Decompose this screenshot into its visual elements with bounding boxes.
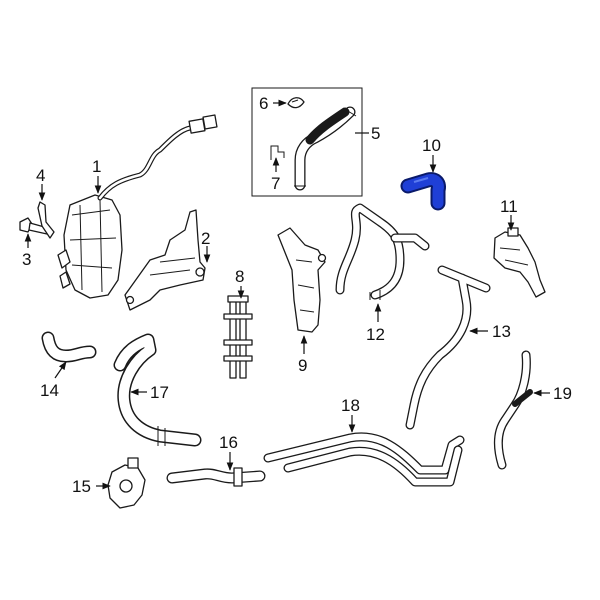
callout-16: 16 [219, 433, 238, 452]
callout-4: 4 [36, 166, 45, 185]
callout-17: 17 [150, 383, 169, 402]
part-14-hose[interactable] [41, 331, 97, 363]
part-5-group[interactable] [251, 87, 363, 197]
part-7-clip[interactable] [270, 145, 285, 160]
callout-8: 8 [235, 267, 244, 286]
callout-11: 11 [500, 197, 518, 216]
part-4-clip[interactable] [37, 201, 55, 239]
part-19-hose[interactable] [493, 350, 533, 470]
callout-5: 5 [371, 124, 380, 143]
callout-9: 9 [298, 356, 307, 375]
leader-lines [24, 99, 550, 490]
part-10-hose[interactable] [400, 172, 446, 211]
part-6-clamp[interactable] [287, 97, 305, 109]
callout-18: 18 [341, 396, 360, 415]
callout-2: 2 [201, 229, 210, 248]
part-12-tube[interactable] [335, 203, 430, 300]
callout-labels: 1 2 3 4 5 6 7 8 9 10 11 12 13 14 15 16 1… [22, 94, 572, 496]
callout-15: 15 [72, 477, 91, 496]
part-8-studs[interactable] [223, 295, 253, 379]
callout-14: 14 [40, 381, 59, 400]
callout-12: 12 [366, 325, 385, 344]
part-1-reservoir[interactable] [57, 114, 218, 299]
part-13-tube[interactable] [405, 265, 491, 430]
callout-1: 1 [92, 157, 101, 176]
part-9-bracket[interactable] [277, 227, 327, 333]
callout-19: 19 [553, 384, 572, 403]
part-18-tubes[interactable] [263, 432, 465, 487]
callout-6: 6 [259, 94, 268, 113]
callout-7: 7 [271, 174, 280, 193]
part-15-fitting[interactable] [107, 457, 146, 509]
callout-3: 3 [22, 250, 31, 269]
callout-13: 13 [492, 322, 511, 341]
callout-10: 10 [422, 136, 441, 155]
part-17-hose[interactable] [113, 333, 202, 447]
part-16-tube[interactable] [166, 467, 266, 487]
part-2-bracket[interactable] [124, 209, 206, 311]
part-11-valve[interactable] [493, 227, 546, 298]
